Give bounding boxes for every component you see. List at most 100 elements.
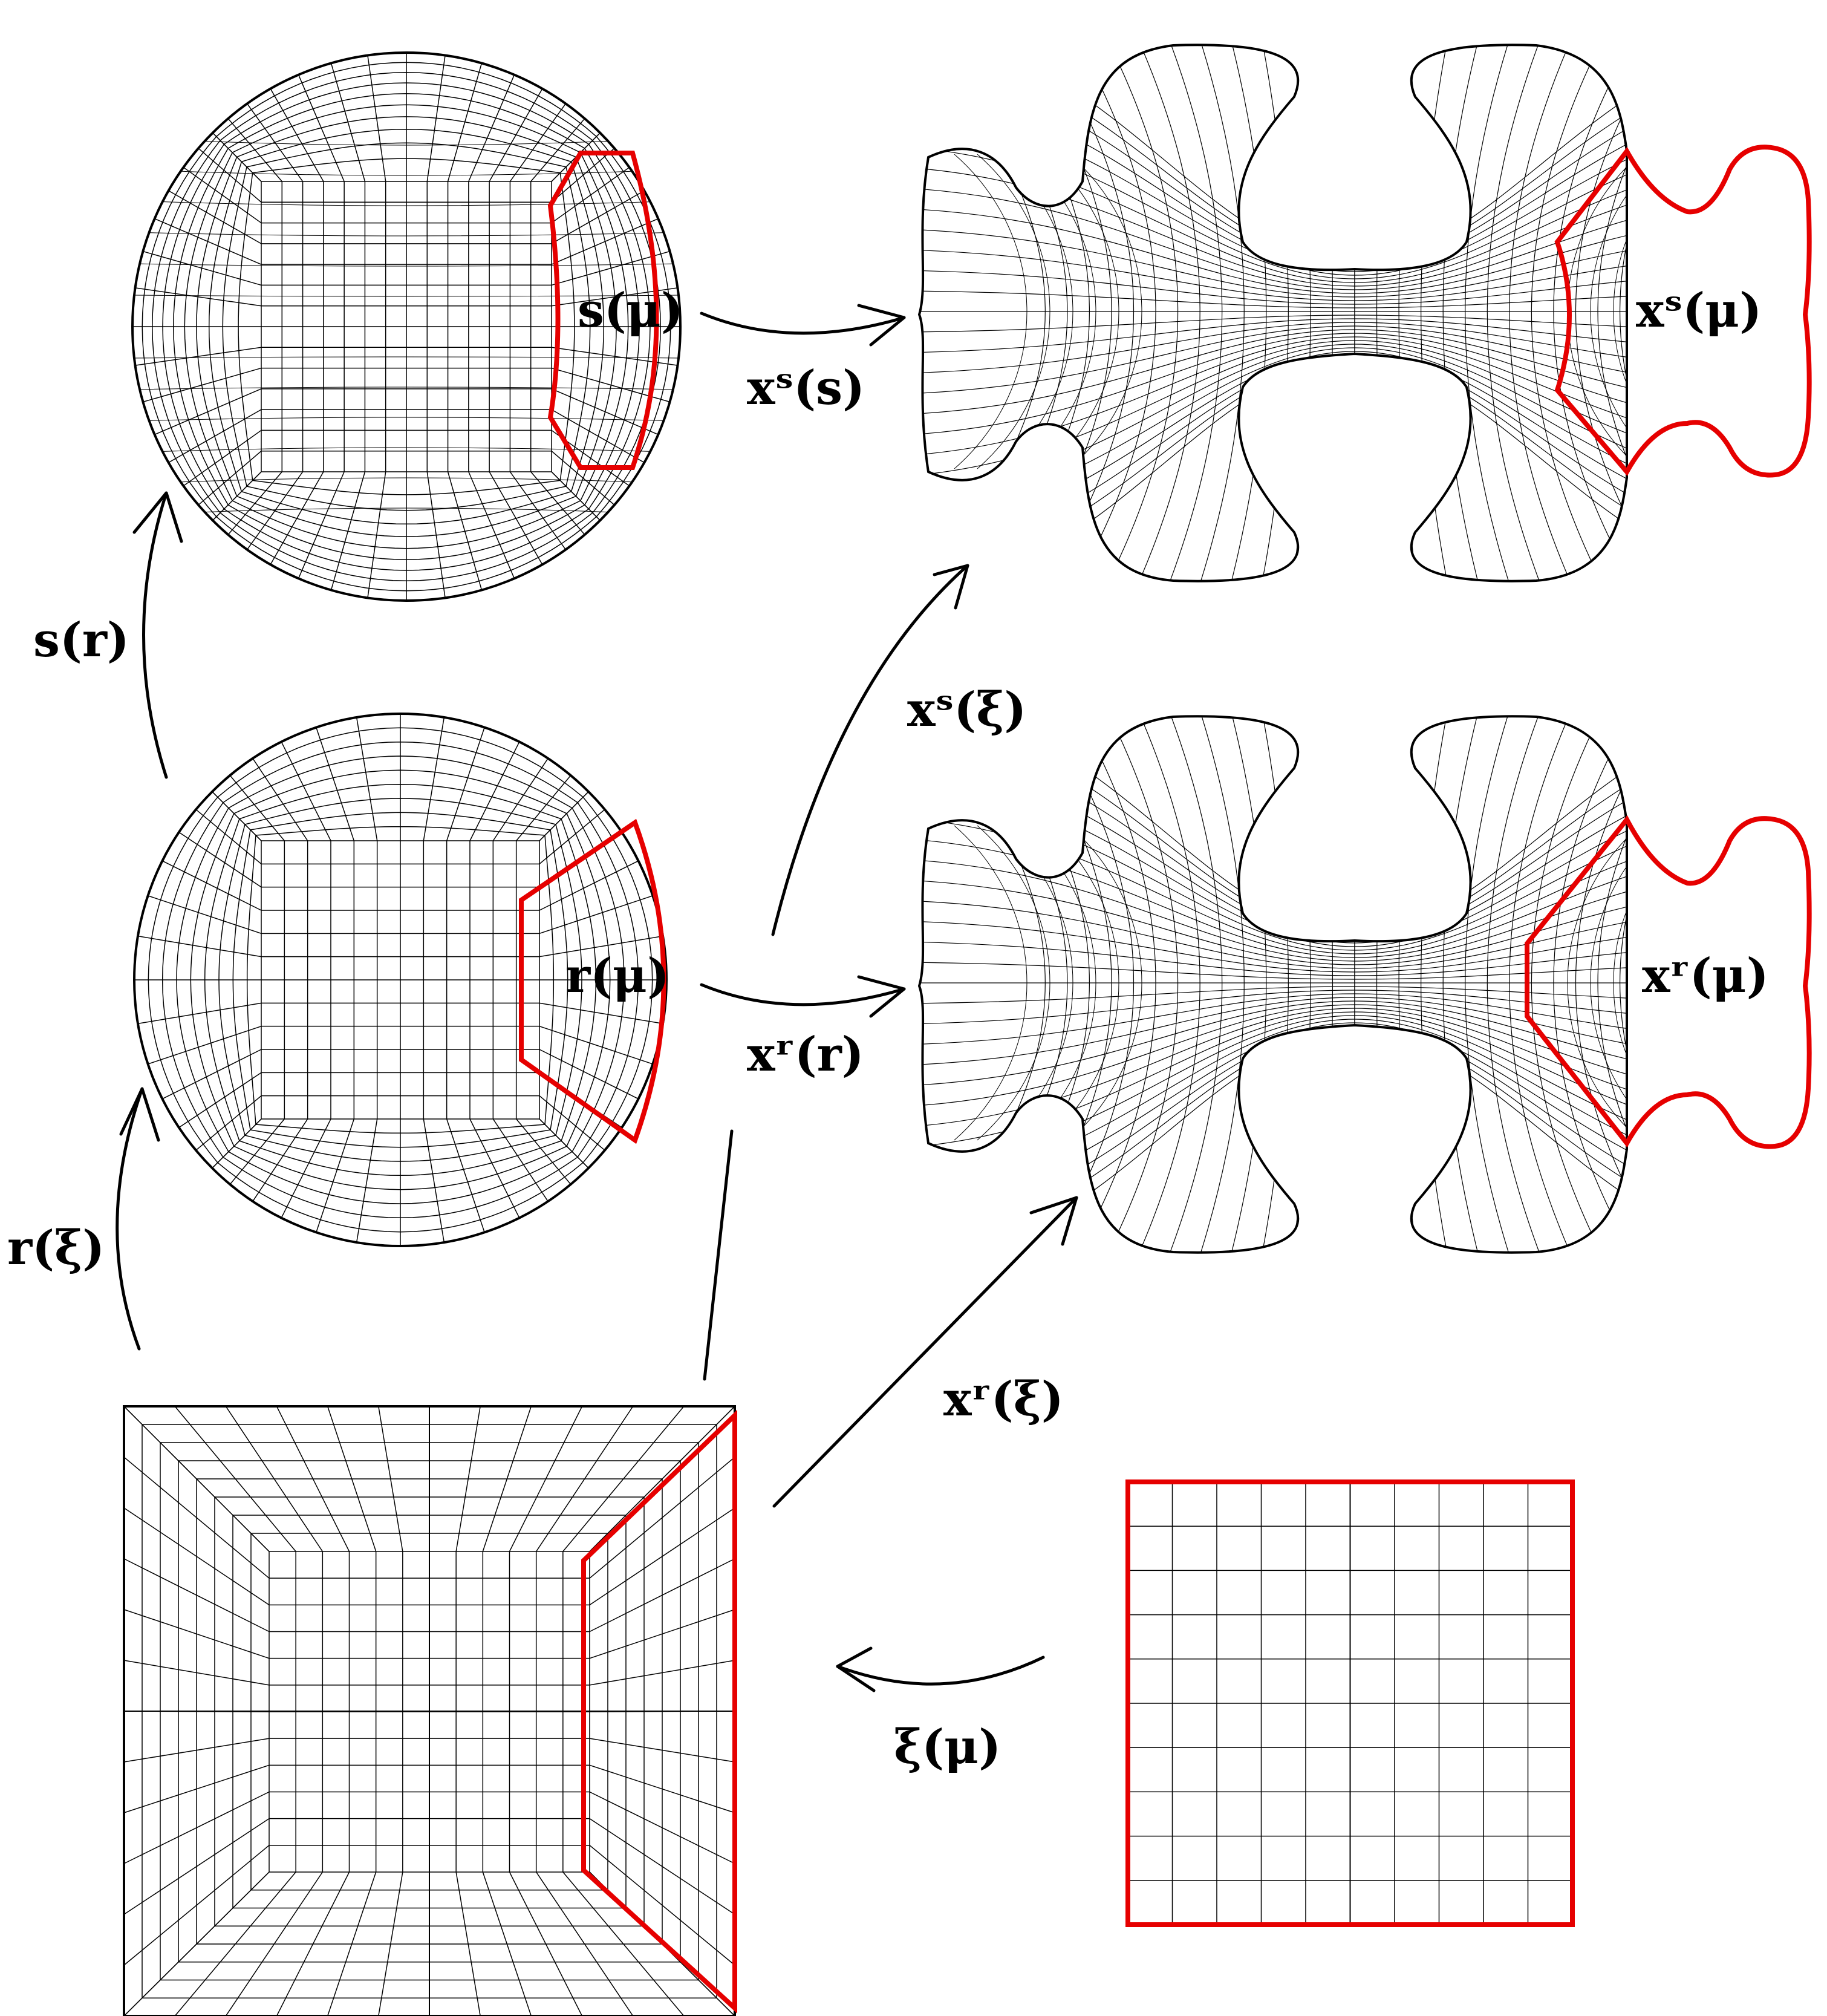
- mesh-line: [134, 1002, 262, 1025]
- mesh-curve: [919, 716, 1627, 936]
- mesh-curve: [1575, 45, 1627, 581]
- mesh-curve: [1590, 154, 1627, 469]
- mesh-curve: [1553, 716, 1627, 1253]
- label-s-mu: s(μ): [578, 283, 683, 338]
- mesh-line: [539, 893, 659, 935]
- arrow-s-r-head: [132, 491, 183, 543]
- mesh-curve: [132, 507, 680, 516]
- mesh-curve: [919, 1015, 1627, 1169]
- mesh-line: [423, 714, 446, 841]
- mesh-line: [469, 737, 523, 841]
- arrow-xr-xi: [772, 1196, 1078, 1508]
- mesh-curve: [1058, 45, 1156, 581]
- mesh-curve: [919, 126, 1627, 279]
- mesh-line: [426, 53, 447, 182]
- physical-domain-radial-boundary: [917, 715, 1628, 1254]
- label-xi-mu: ξ(μ): [894, 1720, 1001, 1775]
- mesh-line: [492, 754, 552, 841]
- mesh-line: [243, 99, 304, 182]
- label-xr-mu: xʳ(μ): [1642, 948, 1769, 1003]
- mesh-curve: [1124, 45, 1200, 581]
- arrow-r-xi: [116, 1087, 144, 1351]
- mesh-line: [423, 1118, 446, 1246]
- mesh-curve: [1421, 716, 1454, 1253]
- mesh-line: [366, 53, 386, 182]
- mesh-curve: [132, 387, 680, 390]
- mesh-curve: [919, 64, 1627, 269]
- mesh-line: [366, 471, 386, 601]
- label-xr-xi: xʳ(ξ): [943, 1372, 1064, 1427]
- mesh-line: [157, 1049, 262, 1102]
- mesh-curve: [919, 1004, 1627, 1107]
- arrow-xr-r: [700, 983, 906, 1006]
- mesh-curve: [919, 85, 1627, 272]
- mesh-curve: [1509, 716, 1586, 1253]
- mesh-curve: [919, 1026, 1627, 1230]
- spherical-mesh: [131, 51, 682, 602]
- mesh-curve: [1465, 716, 1520, 1253]
- mesh-line: [492, 1118, 552, 1206]
- mesh-line: [243, 471, 304, 555]
- mesh-curve: [954, 825, 1027, 1141]
- mesh-curve: [160, 1442, 699, 1981]
- mesh-curve: [919, 362, 1627, 581]
- mesh-curve: [919, 1011, 1627, 1148]
- mesh-curve: [977, 825, 1050, 1141]
- arrow-xi-mu-head: [836, 1646, 876, 1692]
- arrow-xs-xi-lower: [703, 1129, 734, 1381]
- mesh-curve: [919, 354, 1627, 559]
- mesh-line: [314, 1118, 355, 1238]
- mu-square-mesh: [1125, 1479, 1575, 1927]
- mesh-curve: [1124, 716, 1200, 1253]
- mesh-curve: [919, 358, 1627, 579]
- mesh-curve: [132, 137, 680, 146]
- mesh-curve: [132, 200, 680, 206]
- mesh-curve: [1442, 45, 1487, 581]
- mesh-curve: [132, 447, 680, 453]
- mesh-curve: [1222, 716, 1267, 1253]
- mesh-curve: [1620, 716, 1627, 1253]
- physical-domain-spherical-boundary: [917, 44, 1628, 582]
- label-xs-xi: xˢ(ξ): [907, 682, 1026, 737]
- radial-mesh: [133, 713, 668, 1247]
- mesh-line: [446, 722, 487, 841]
- label-r-mu: r(μ): [565, 948, 669, 1003]
- mesh-line: [134, 935, 262, 957]
- mesh-curve: [218, 798, 582, 1162]
- mesh-line: [551, 347, 680, 367]
- arrow-xr-r-head: [857, 975, 906, 1018]
- mesh-curve: [919, 146, 1627, 283]
- mesh-line: [355, 1118, 378, 1246]
- mesh-curve: [204, 783, 597, 1176]
- label-s-r: s(r): [33, 613, 129, 668]
- mesh-line: [446, 1118, 487, 1238]
- radial-mesh-boundary: [133, 713, 668, 1247]
- mesh-line: [174, 1072, 262, 1131]
- mesh-line: [178, 163, 262, 224]
- mesh-curve: [1531, 45, 1618, 581]
- mesh-line: [132, 347, 262, 367]
- mesh-line: [355, 714, 378, 841]
- mesh-line: [208, 788, 262, 841]
- mesh-curve: [919, 1029, 1627, 1251]
- mesh-curve: [1091, 716, 1179, 1253]
- mesh-line: [539, 788, 593, 841]
- mesh-curve: [919, 797, 1627, 951]
- label-xr-r: xʳ(r): [747, 1027, 864, 1082]
- label-xs-mu: xˢ(μ): [1636, 283, 1762, 338]
- arrow-xr-xi-head: [1029, 1196, 1078, 1246]
- mesh-curve: [919, 188, 1627, 290]
- mesh-curve: [919, 344, 1627, 497]
- mesh-curve: [1442, 716, 1487, 1253]
- mesh-line: [249, 1118, 308, 1206]
- mapping-arrows: [116, 304, 1078, 1692]
- xr-mu-patch: [1525, 815, 1812, 1149]
- mesh-curve: [1046, 154, 1119, 469]
- mesh-curve: [178, 1460, 681, 1963]
- mesh-line: [509, 471, 570, 555]
- mesh-curve: [190, 769, 611, 1190]
- mesh-curve: [1421, 45, 1454, 581]
- mesh-line: [539, 1002, 666, 1025]
- mu-square-boundary: [1125, 1479, 1575, 1927]
